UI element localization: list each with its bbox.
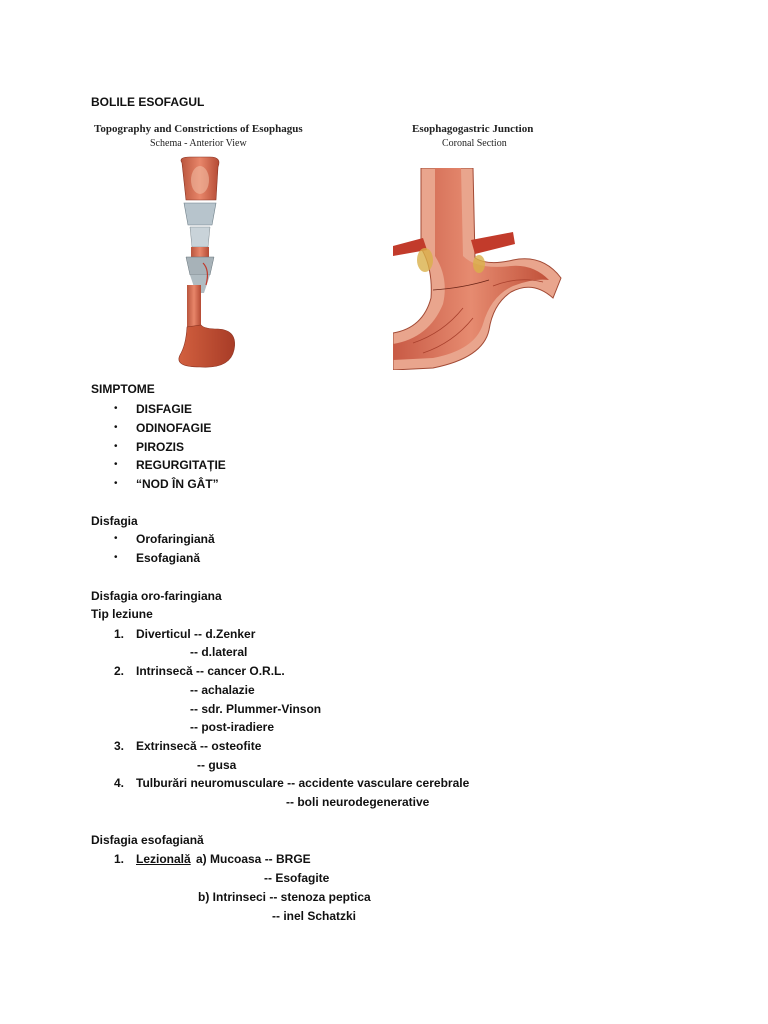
list-item: Orofaringiană	[114, 530, 215, 549]
list-number: 1.	[114, 852, 125, 866]
figure-left-title: Topography and Constrictions of Esophagu…	[94, 123, 303, 135]
list-item: -- sdr. Plummer-Vinson	[190, 702, 322, 716]
oro-subheading: Tip leziune	[91, 607, 153, 621]
list-number: 3.	[114, 739, 125, 753]
symptoms-heading: SIMPTOME	[91, 382, 155, 396]
figure-left-subtitle: Schema - Anterior View	[150, 138, 247, 149]
list-item: b) Intrinseci -- stenoza peptica	[198, 890, 371, 904]
eso-heading: Disfagia esofagiană	[91, 833, 204, 847]
lesional-label: Lezională	[136, 852, 191, 866]
symptoms-list: DISFAGIE ODINOFAGIE PIROZIS REGURGITAȚIE…	[114, 400, 226, 494]
list-item: Esofagiană	[114, 549, 215, 568]
figure-right-title: Esophagogastric Junction	[412, 123, 534, 135]
list-item: ODINOFAGIE	[114, 419, 226, 438]
page-title: BOLILE ESOFAGUL	[91, 95, 205, 109]
list-number: 4.	[114, 776, 125, 790]
dysphagia-list: Orofaringiană Esofagiană	[114, 530, 215, 568]
esophagus-topography-illustration	[178, 156, 235, 368]
list-item: Intrinsecă -- cancer O.R.L.	[136, 664, 285, 678]
esophagogastric-junction-illustration	[393, 168, 562, 370]
figure-right-subtitle: Coronal Section	[442, 138, 507, 149]
list-item: Tulburări neuromusculare -- accidente va…	[136, 776, 470, 790]
dysphagia-heading: Disfagia	[91, 514, 138, 528]
list-item: -- d.lateral	[190, 645, 248, 659]
list-item: REGURGITAȚIE	[114, 456, 226, 475]
list-item: “NOD ÎN GÂT”	[114, 475, 226, 494]
list-item: DISFAGIE	[114, 400, 226, 419]
list-item: Diverticul -- d.Zenker	[136, 627, 256, 641]
list-item: -- post-iradiere	[190, 720, 275, 734]
oro-heading: Disfagia oro-faringiana	[91, 589, 222, 603]
list-number: 2.	[114, 664, 125, 678]
list-item: -- gusa	[197, 758, 237, 772]
list-item: PIROZIS	[114, 438, 226, 457]
list-item: -- achalazie	[190, 683, 255, 697]
list-item: Extrinsecă -- osteofite	[136, 739, 262, 753]
list-number: 1.	[114, 627, 125, 641]
list-item: -- Esofagite	[264, 871, 330, 885]
list-item: -- inel Schatzki	[272, 909, 357, 923]
list-item: a) Mucoasa -- BRGE	[196, 852, 311, 866]
list-item: -- boli neurodegenerative	[286, 795, 430, 809]
